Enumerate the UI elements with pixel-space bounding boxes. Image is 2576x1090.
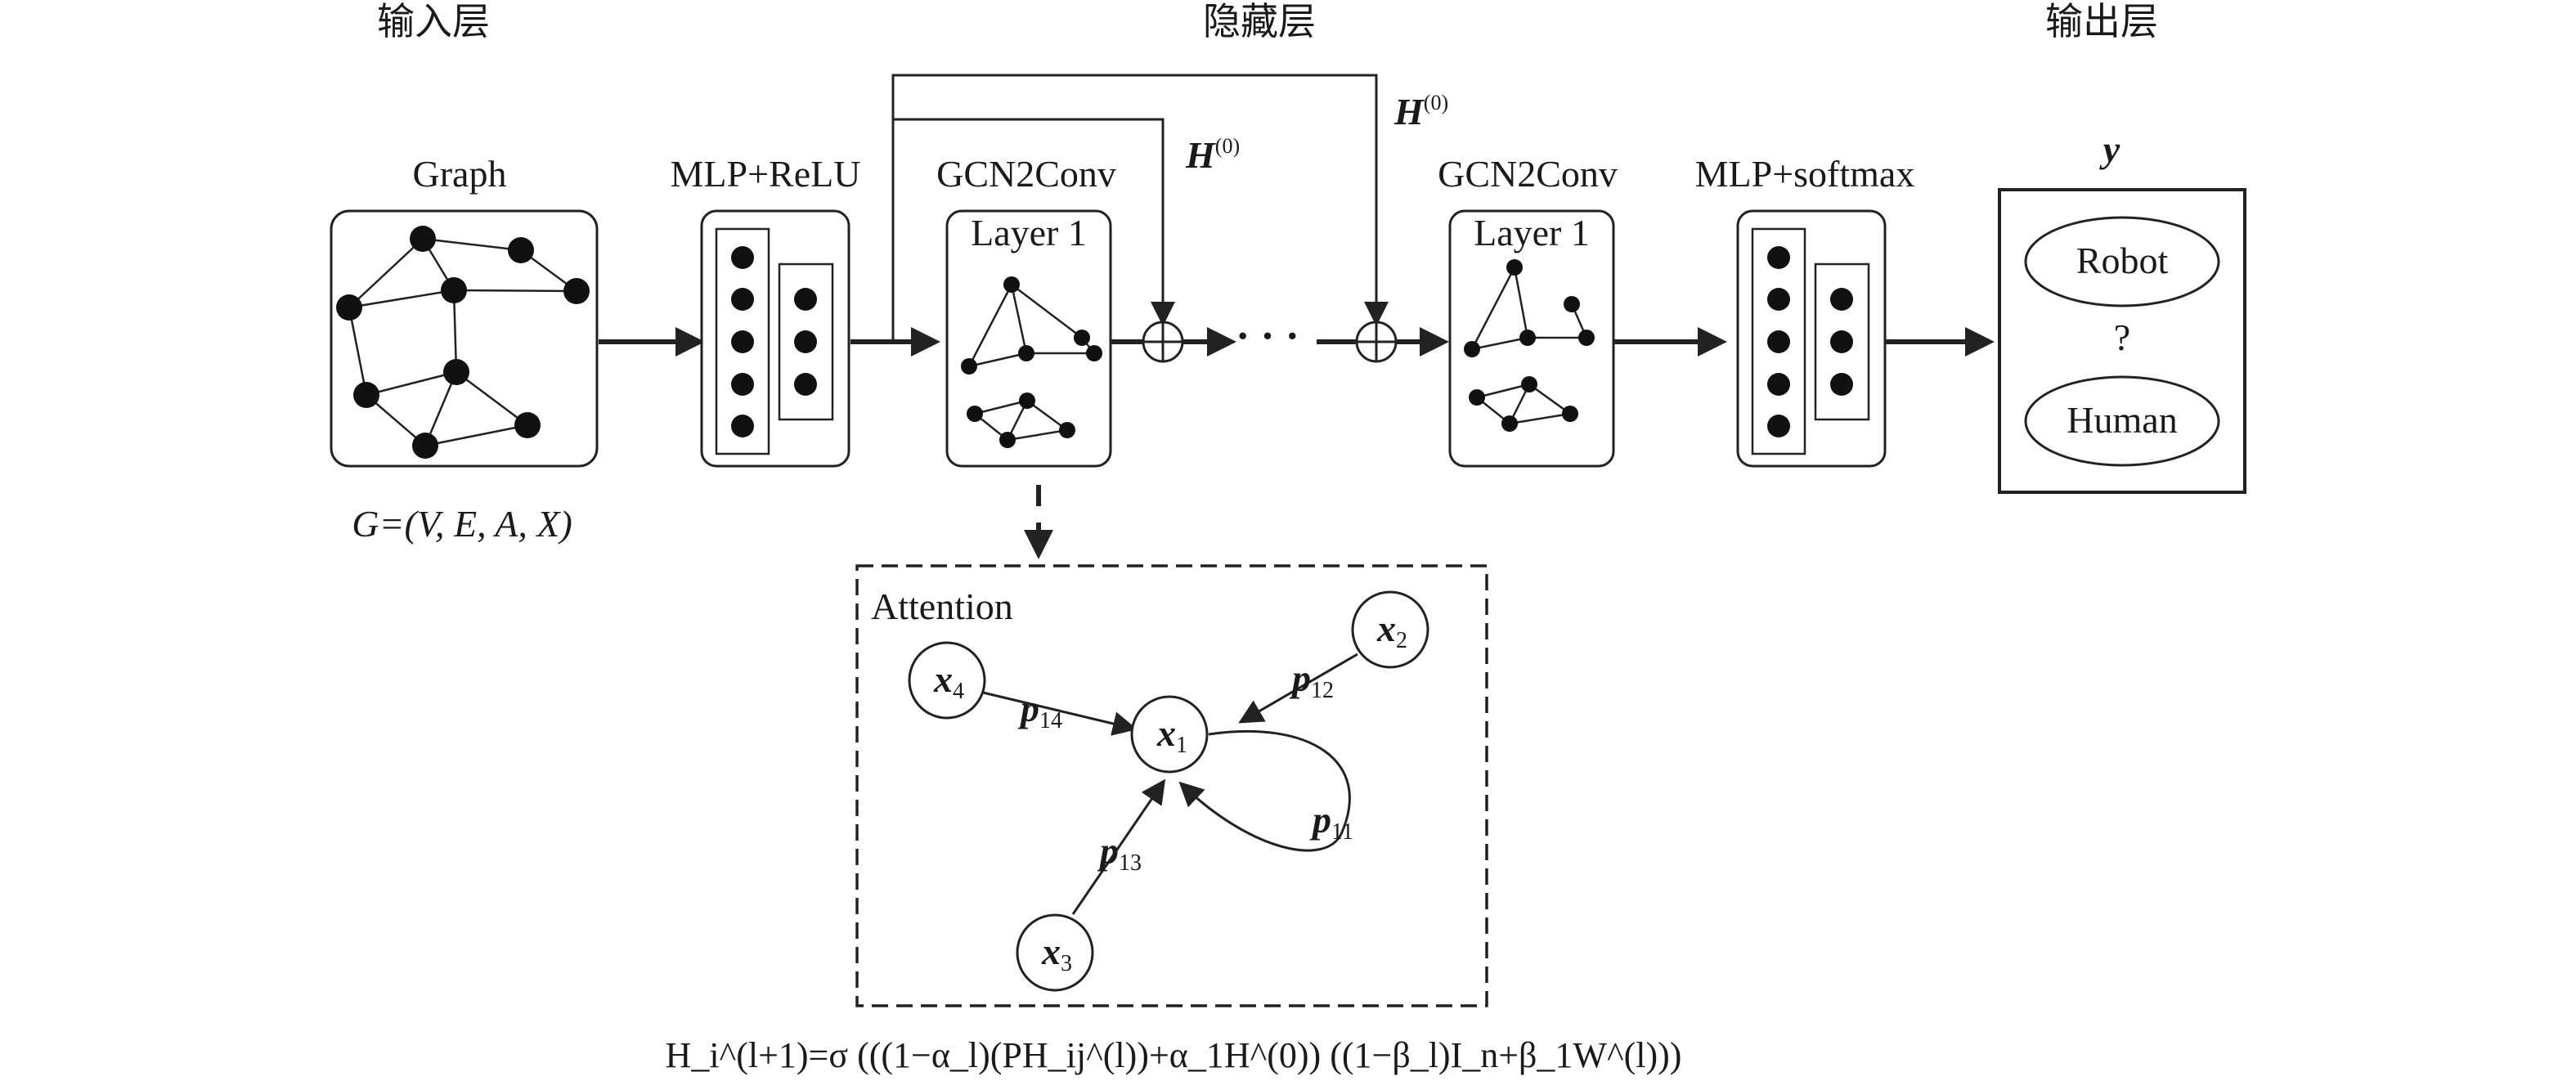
p14-sub: 14: [1039, 708, 1062, 733]
svg-text:x3: x3: [1041, 931, 1072, 976]
attention-title: Attention: [871, 585, 1013, 627]
svg-text:x4: x4: [933, 658, 964, 704]
h0-outer-letter: H: [1393, 91, 1425, 132]
mlp-softmax-title: MLP+softmax: [1695, 153, 1915, 195]
output-variable: y: [2099, 128, 2120, 170]
graph-block: [330, 209, 599, 468]
h0-inner-letter: H: [1185, 134, 1216, 176]
section-hidden-label: 隐藏层: [1203, 0, 1316, 43]
attention-node-x3: x3: [1016, 913, 1094, 992]
attention-node-x2: x2: [1351, 590, 1429, 669]
h0-outer-label: H(0): [1393, 91, 1448, 132]
mlp-relu-title: MLP+ReLU: [671, 153, 861, 195]
mlp-relu-neurons-icon: [715, 227, 834, 455]
p11-letter: p: [1309, 799, 1331, 841]
question-mark: ?: [2114, 316, 2130, 358]
plus-operator-2: [1355, 321, 1398, 363]
node-x3-sub: 3: [1061, 951, 1072, 976]
node-x4-letter: x: [933, 658, 953, 700]
p12-sub: 12: [1311, 678, 1334, 703]
edge-x2-x1: [1238, 653, 1358, 724]
p12-letter: p: [1289, 657, 1311, 699]
p13-letter: p: [1097, 830, 1119, 872]
attention-node-x4: x4: [908, 641, 986, 720]
p13-sub: 13: [1119, 850, 1142, 876]
edge-x3-x1: [1071, 778, 1166, 915]
mlp-softmax-block: [1736, 209, 1887, 468]
gcn2conv-b-graph-icon: [1464, 259, 1595, 432]
edge-label-p13: p13: [1097, 830, 1142, 876]
gcn2conv-a-block: [945, 209, 1112, 468]
skip-connections: [891, 74, 1389, 342]
graph-formula: G=(V, E, A, X): [352, 503, 572, 545]
node-x3-letter: x: [1041, 931, 1061, 972]
edge-label-p14: p14: [1017, 688, 1062, 733]
edge-label-p12: p12: [1289, 657, 1334, 703]
node-x1-sub: 1: [1176, 733, 1187, 758]
update-equation: H_i^(l+1)=σ (((1−α_l)(PH_ij^(l))+α_1H^(0…: [666, 1035, 1682, 1075]
attention-node-x1: x1: [1130, 695, 1209, 774]
edge-x1-self-loop: [1178, 729, 1351, 852]
gcn2conv-b-title: GCN2Conv: [1438, 153, 1618, 195]
section-input-label: 输入层: [377, 0, 490, 43]
robot-label: Robot: [2076, 240, 2169, 281]
mlp-softmax-neurons-icon: [1751, 227, 1870, 455]
mlp-relu-block: [700, 209, 850, 468]
svg-text:x1: x1: [1156, 712, 1187, 758]
h0-inner-label: H(0): [1185, 134, 1240, 176]
input-graph-icon: [336, 226, 590, 459]
gcn2conv-b-layer-label: Layer 1: [1474, 212, 1590, 253]
p14-letter: p: [1017, 688, 1039, 729]
gcn2conv-a-title: GCN2Conv: [936, 153, 1116, 195]
section-output-label: 输出层: [2045, 0, 2158, 43]
gcn2conv-a-layer-label: Layer 1: [971, 212, 1087, 253]
svg-text:x2: x2: [1376, 608, 1407, 653]
plus-operator-1: [1142, 321, 1184, 363]
robot-class-ellipse: [2024, 216, 2220, 307]
node-x2-sub: 2: [1396, 628, 1407, 653]
ellipsis-dots: · · ·: [1236, 313, 1299, 360]
node-x4-sub: 4: [953, 679, 964, 704]
edge-label-p11: p11: [1309, 799, 1353, 845]
h0-inner-superscript: (0): [1215, 134, 1240, 158]
node-x1-letter: x: [1156, 712, 1176, 754]
node-x2-letter: x: [1376, 608, 1396, 649]
human-class-ellipse: [2024, 375, 2220, 467]
human-label: Human: [2067, 399, 2177, 441]
graph-title: Graph: [413, 153, 507, 195]
h0-outer-superscript: (0): [1424, 91, 1448, 114]
p11-sub: 11: [1331, 819, 1353, 845]
edge-x4-x1: [979, 690, 1138, 736]
gcn2conv-a-graph-icon: [961, 276, 1102, 448]
